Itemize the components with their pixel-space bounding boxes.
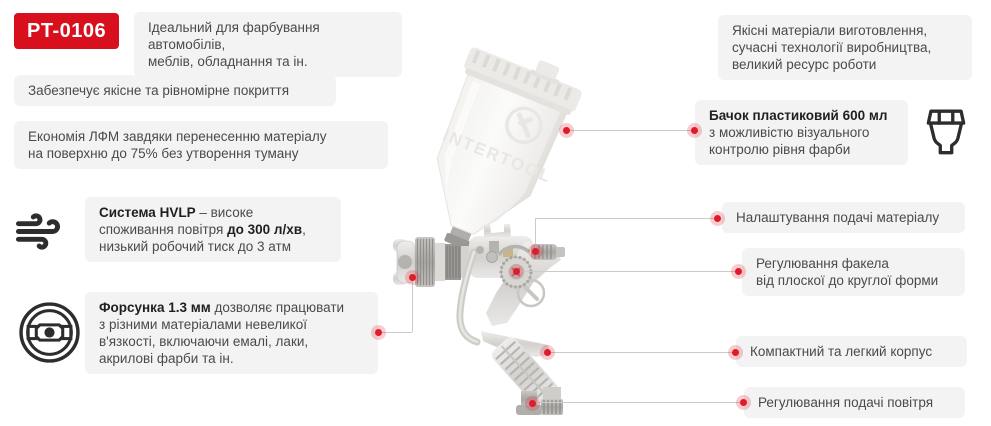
dot-compact-body-product <box>543 348 551 356</box>
dot-air-flow-product <box>528 399 536 407</box>
dot-material-flow-label <box>713 214 721 222</box>
feature-fan-control: Регулювання факела від плоскої до кругло… <box>742 248 965 296</box>
feature-nozzle: Форсунка 1.3 мм дозволяє працювати з різ… <box>85 292 378 374</box>
nozzle-icon <box>19 302 80 363</box>
dot-cup-label <box>690 126 698 134</box>
dot-material-flow-product <box>531 247 539 255</box>
wind-icon <box>15 213 60 250</box>
dot-compact-body-label <box>731 348 739 356</box>
feature-usage: Ідеальний для фарбування автомобілів, ме… <box>134 12 402 77</box>
gun-trigger <box>456 246 484 346</box>
feature-air-flow: Регулювання подачі повітря <box>744 387 965 418</box>
connector-nozzle <box>378 332 412 333</box>
paint-cup: INTERTOOL <box>436 47 582 250</box>
spray-gun-illustration: INTERTOOL <box>393 47 582 415</box>
dot-nozzle-product <box>408 273 416 281</box>
model-badge: PT-0106 <box>14 13 120 49</box>
brand-logo-engraving <box>516 278 546 308</box>
connector-nozzle-vertical <box>412 277 413 332</box>
gun-handle <box>481 331 559 407</box>
connector-air-flow <box>532 402 743 403</box>
dot-cup-product <box>562 126 570 134</box>
dot-fan-control-label <box>734 267 742 275</box>
cup-vent-cap <box>535 60 560 79</box>
brand-logo-watermark <box>505 106 543 145</box>
gun-air-cap <box>393 237 469 287</box>
connector-material-flow-vertical <box>535 218 536 252</box>
feature-materials: Якісні матеріали виготовлення, сучасні т… <box>718 15 972 80</box>
feature-compact-body: Компактний та легкий корпус <box>736 336 967 367</box>
feature-coverage: Забезпечує якісне та рівномірне покриття <box>14 75 336 106</box>
paint-cup-icon <box>926 109 966 155</box>
connector-material-flow <box>535 218 717 219</box>
dot-air-flow-label <box>739 398 747 406</box>
air-inlet-fitting <box>541 387 563 415</box>
feature-hvlp: Система HVLP – високе споживання повітря… <box>85 197 341 262</box>
dot-fan-control-product <box>512 267 520 275</box>
cup-lid-ribs <box>471 50 573 101</box>
feature-economy: Економія ЛФМ завдяки перенесенню матеріа… <box>14 121 388 169</box>
feature-cup: Бачок пластиковий 600 мл з можливістю ві… <box>695 100 908 165</box>
connector-fan-control <box>516 271 738 272</box>
dot-nozzle-label <box>374 328 382 336</box>
feature-material-flow: Налаштування подачі матеріалу <box>722 202 965 233</box>
connector-cup <box>566 130 694 131</box>
gun-hanging-hook <box>484 224 511 237</box>
connector-compact-body <box>547 352 735 353</box>
